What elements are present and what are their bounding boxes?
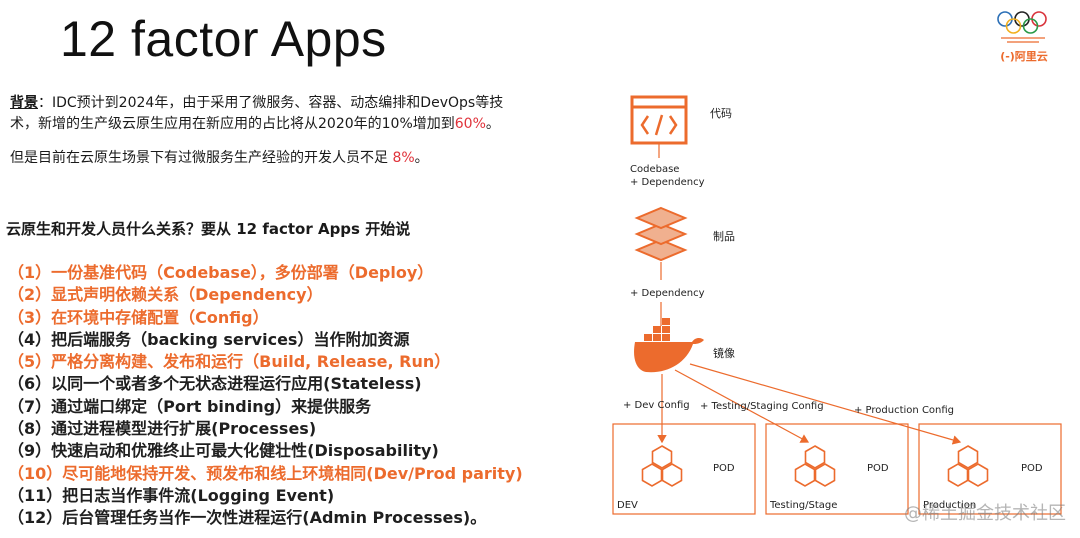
background-text-2: 术，新增的生产级云原生应用在新应用的占比将从2020年的10%增加到 (10, 116, 455, 132)
factor-item-8: （8）通过进程模型进行扩展(Processes) (8, 419, 317, 439)
artifact-label: 制品 (713, 230, 735, 243)
factor-item-10: （10）尽可能地保持开发、预发布和线上环境相同(Dev/Prod parity) (8, 463, 523, 483)
layers-icon (634, 206, 688, 262)
background-paragraph: 背景：IDC预计到2024年，由于采用了微服务、容器、动态编排和DevOps等技… (10, 93, 503, 135)
production-pod-box (918, 423, 1062, 515)
background-label: 背景 (10, 95, 38, 111)
factor-item-12: （12）后台管理任务当作一次性进程运行(Admin Processes)。 (8, 508, 487, 528)
pod-hexagon-icon (947, 445, 989, 487)
pod-label: POD (1021, 463, 1043, 474)
staging-config-label: + Testing/Staging Config (700, 401, 824, 412)
background-text-1: ：IDC预计到2024年，由于采用了微服务、容器、动态编排和DevOps等技 (38, 95, 504, 111)
pod-label: POD (867, 463, 889, 474)
dependency-label: + Dependency (630, 288, 705, 299)
pipeline-diagram: 代码 Codebase + Dependency 制品 + Dependency… (612, 95, 1062, 515)
env-production-label: Production (923, 500, 976, 511)
factor-item-9: （9）快速启动和优雅终止可最大化健壮性(Disposability) (8, 441, 439, 461)
factor-list: （1）一份基准代码（Codebase），多份部署（Deploy） （2）显式声明… (8, 262, 523, 530)
code-icon (630, 95, 688, 145)
factor-item-4: （4）把后端服务（backing services）当作附加资源 (8, 329, 410, 349)
dev-config-label: + Dev Config (623, 400, 690, 411)
highlight-percent-8: 8% (392, 150, 415, 166)
factor-item-2: （2）显式声明依赖关系（Dependency） (8, 285, 323, 305)
production-arrow (689, 363, 962, 445)
olympic-rings-logo (995, 8, 1051, 48)
code-label: 代码 (710, 107, 732, 120)
watermark: @稀土掘金技术社区 (904, 503, 1066, 524)
codebase-dependency-label: + Dependency (630, 177, 705, 188)
env-dev-label: DEV (617, 500, 638, 511)
question-heading: 云原生和开发人员什么关系？要从 12 factor Apps 开始说 (6, 220, 411, 238)
image-label: 镜像 (713, 346, 735, 360)
factor-item-11: （11）把日志当作事件流(Logging Event) (8, 485, 335, 505)
brand-logo: (-)阿里云 (1000, 50, 1048, 63)
staging-pod-box (765, 423, 909, 515)
pod-hexagon-icon (794, 445, 836, 487)
factor-item-1: （1）一份基准代码（Codebase），多份部署（Deploy） (8, 263, 434, 282)
factor-item-7: （7）通过端口绑定（Port binding）来提供服务 (8, 396, 372, 416)
codebase-label: Codebase (630, 164, 679, 175)
staging-arrow (674, 369, 810, 443)
factor-item-5: （5）严格分离构建、发布和运行（Build, Release, Run） (8, 352, 451, 372)
factor-item-3: （3）在环境中存储配置（Config） (8, 307, 269, 327)
page-title: 12 factor Apps (60, 11, 387, 67)
factor-item-6: （6）以同一个或者多个无状态进程运行应用(Stateless) (8, 374, 422, 394)
pod-hexagon-icon (641, 445, 683, 487)
production-config-label: + Production Config (854, 405, 954, 416)
pod-label: POD (713, 463, 735, 474)
experience-paragraph: 但是目前在云原生场景下有过微服务生产经验的开发人员不足 8%。 (10, 148, 429, 169)
experience-text: 但是目前在云原生场景下有过微服务生产经验的开发人员不足 (10, 150, 393, 166)
dev-pod-box (612, 423, 756, 515)
highlight-percent-60: 60% (454, 116, 486, 132)
env-staging-label: Testing/Stage (769, 500, 837, 511)
experience-end: 。 (414, 150, 429, 166)
background-text-3: 。 (485, 116, 500, 132)
docker-whale-icon (634, 318, 704, 373)
